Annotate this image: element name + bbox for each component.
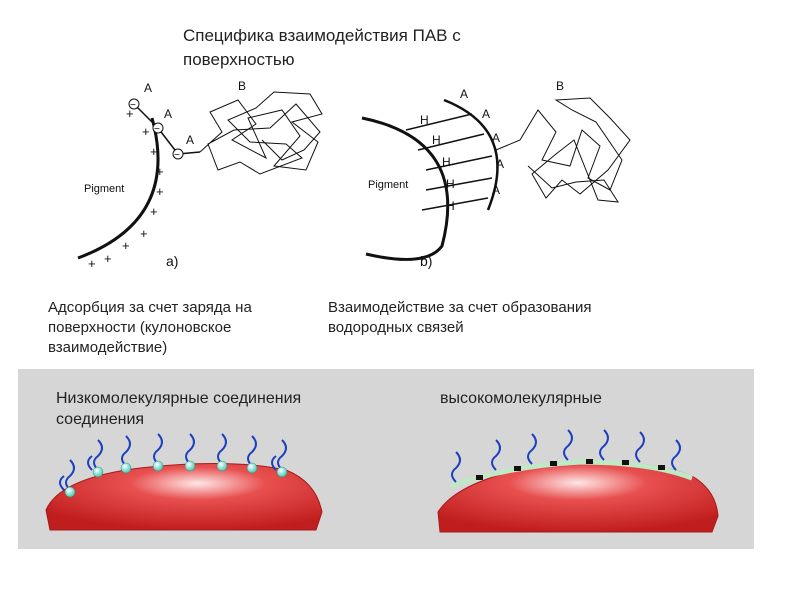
caption-coulomb: Адсорбция за счет заряда на поверхности … (48, 299, 252, 356)
caption-hydrogen: Взаимодействие за счет образования водор… (328, 299, 592, 336)
particle-low (45, 462, 323, 531)
svg-text:+: + (150, 204, 158, 219)
panel-label-b: b) (420, 253, 432, 269)
bond-label-h5: H (446, 199, 455, 213)
polymer-coil-b (495, 97, 631, 203)
anchor-label-b5: A (492, 183, 500, 197)
svg-text:+: + (142, 124, 150, 139)
anchor-segments-high (476, 459, 665, 480)
svg-text:+: + (140, 226, 148, 241)
bond-label-h1: H (420, 113, 429, 127)
anchor-label-b4: A (496, 157, 504, 171)
label-low-molecular: Низкомолекулярные соединения соединения (56, 390, 302, 428)
hydrogen-bonds (405, 113, 493, 211)
svg-text:−: − (174, 150, 180, 161)
pigment-label-a: Pigment (84, 183, 124, 195)
diagram-b: Pigment H H H H H A A A A A B b) (361, 79, 631, 269)
high-molecular-illustration (437, 429, 719, 533)
pigment-label-b: Pigment (368, 179, 408, 191)
anchor-label-a3: A (186, 133, 194, 147)
bond-label-h3: H (442, 155, 451, 169)
polymer-coil-a (199, 91, 323, 175)
surfactant-heads-low (64, 460, 288, 498)
svg-text:+: + (156, 184, 164, 199)
svg-text:+: + (150, 144, 158, 159)
anchor-label-b3: A (492, 131, 500, 145)
svg-text:+: + (104, 251, 112, 266)
svg-text:+: + (88, 256, 96, 271)
svg-text:+: + (126, 106, 134, 121)
pigment-surface-b (361, 116, 450, 261)
anchor-label-a2: A (164, 107, 172, 121)
anchor-label-a1: A (144, 81, 152, 95)
polymer-tails-high (451, 429, 681, 483)
positive-charges: ++ ++ ++ ++ ++ (88, 106, 164, 271)
polymer-label-b: B (556, 79, 564, 93)
svg-text:−: − (130, 100, 136, 111)
bond-label-h2: H (432, 133, 441, 147)
anchor-label-b1: A (460, 87, 468, 101)
surfactant-tails-low (59, 433, 287, 491)
diagram-a: Pigment ++ ++ ++ ++ ++ − − − A A A B a) (77, 79, 323, 271)
svg-text:−: − (154, 124, 160, 135)
low-molecular-illustration (45, 433, 323, 531)
anchor-surface-b (443, 98, 499, 211)
panel-label-a: a) (166, 253, 178, 269)
pigment-surface-a (77, 117, 160, 260)
svg-text:+: + (156, 164, 164, 179)
svg-text:+: + (122, 238, 130, 253)
polymer-label-a: B (238, 79, 246, 93)
page-title: Специфика взаимодействия ПАВ с поверхнос… (183, 26, 461, 69)
bond-label-h4: H (446, 177, 455, 191)
anchor-label-b2: A (482, 107, 490, 121)
anchor-chain-a: − − − A A A (128, 81, 201, 161)
label-high-molecular: высокомолекулярные (440, 390, 602, 407)
